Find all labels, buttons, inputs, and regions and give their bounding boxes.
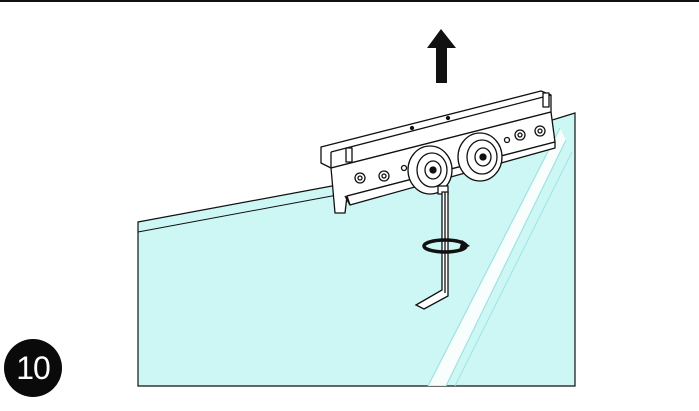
up-arrow-icon — [427, 29, 456, 83]
step-number-badge: 10 — [4, 339, 62, 397]
roller-carriage — [320, 90, 556, 214]
mounting-holes — [354, 115, 546, 184]
rotate-arrow-icon — [422, 238, 470, 254]
roller-wheel-right — [457, 132, 503, 182]
hex-key-icon — [414, 191, 449, 310]
glass-panel — [137, 112, 576, 387]
top-divider — [0, 0, 699, 2]
step-number: 10 — [16, 349, 51, 386]
roller-wheel-left — [407, 145, 453, 195]
